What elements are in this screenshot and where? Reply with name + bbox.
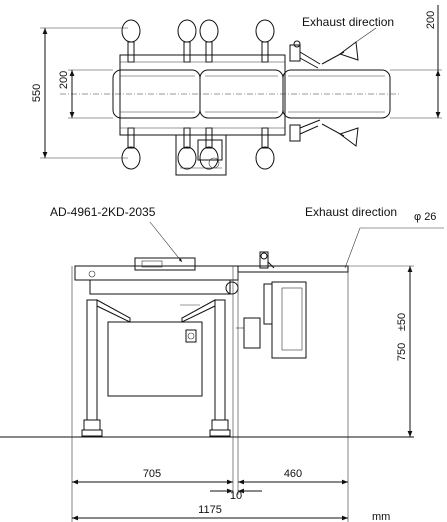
exhaust-label-top: Exhaust direction — [302, 15, 394, 29]
conveyor-belts — [60, 69, 400, 119]
control-panel — [271, 281, 307, 359]
dim-overall-width: 550 — [31, 84, 43, 102]
dim-height: 750 — [396, 343, 408, 361]
indicator-front — [134, 257, 196, 271]
exhaust-arrow-down — [338, 127, 359, 147]
legs-front — [81, 299, 231, 437]
frame-outline — [119, 54, 286, 136]
dim-total-length: 1175 — [198, 504, 222, 516]
dim-height-tolerance: ±50 — [396, 313, 408, 331]
dim-pipe-diameter: φ 26 — [414, 211, 436, 223]
front-view: AD-4961-2KD-2035 Exhaust direction φ 26 — [0, 205, 444, 522]
top-view: Exhaust direction 550 200 200 — [31, 5, 442, 176]
indicator-box-top — [175, 134, 227, 176]
conveyor-side-front — [74, 265, 239, 281]
dim-belt-width-right: 200 — [425, 11, 437, 29]
dim-right-length: 460 — [284, 468, 302, 480]
valve-front — [243, 317, 261, 349]
dim-left-length: 705 — [143, 468, 161, 480]
nozzle-assembly-top — [289, 40, 321, 142]
model-label: AD-4961-2KD-2035 — [50, 205, 156, 219]
exhaust-arrow-up — [338, 41, 359, 61]
unit-label: mm — [372, 511, 390, 522]
exhaust-label-front: Exhaust direction — [305, 205, 397, 219]
dim-belt-width-left: 200 — [58, 71, 70, 89]
exhaust-pipe — [237, 265, 349, 273]
weigher-box — [107, 321, 203, 397]
dim-gap: 10 — [230, 490, 242, 502]
